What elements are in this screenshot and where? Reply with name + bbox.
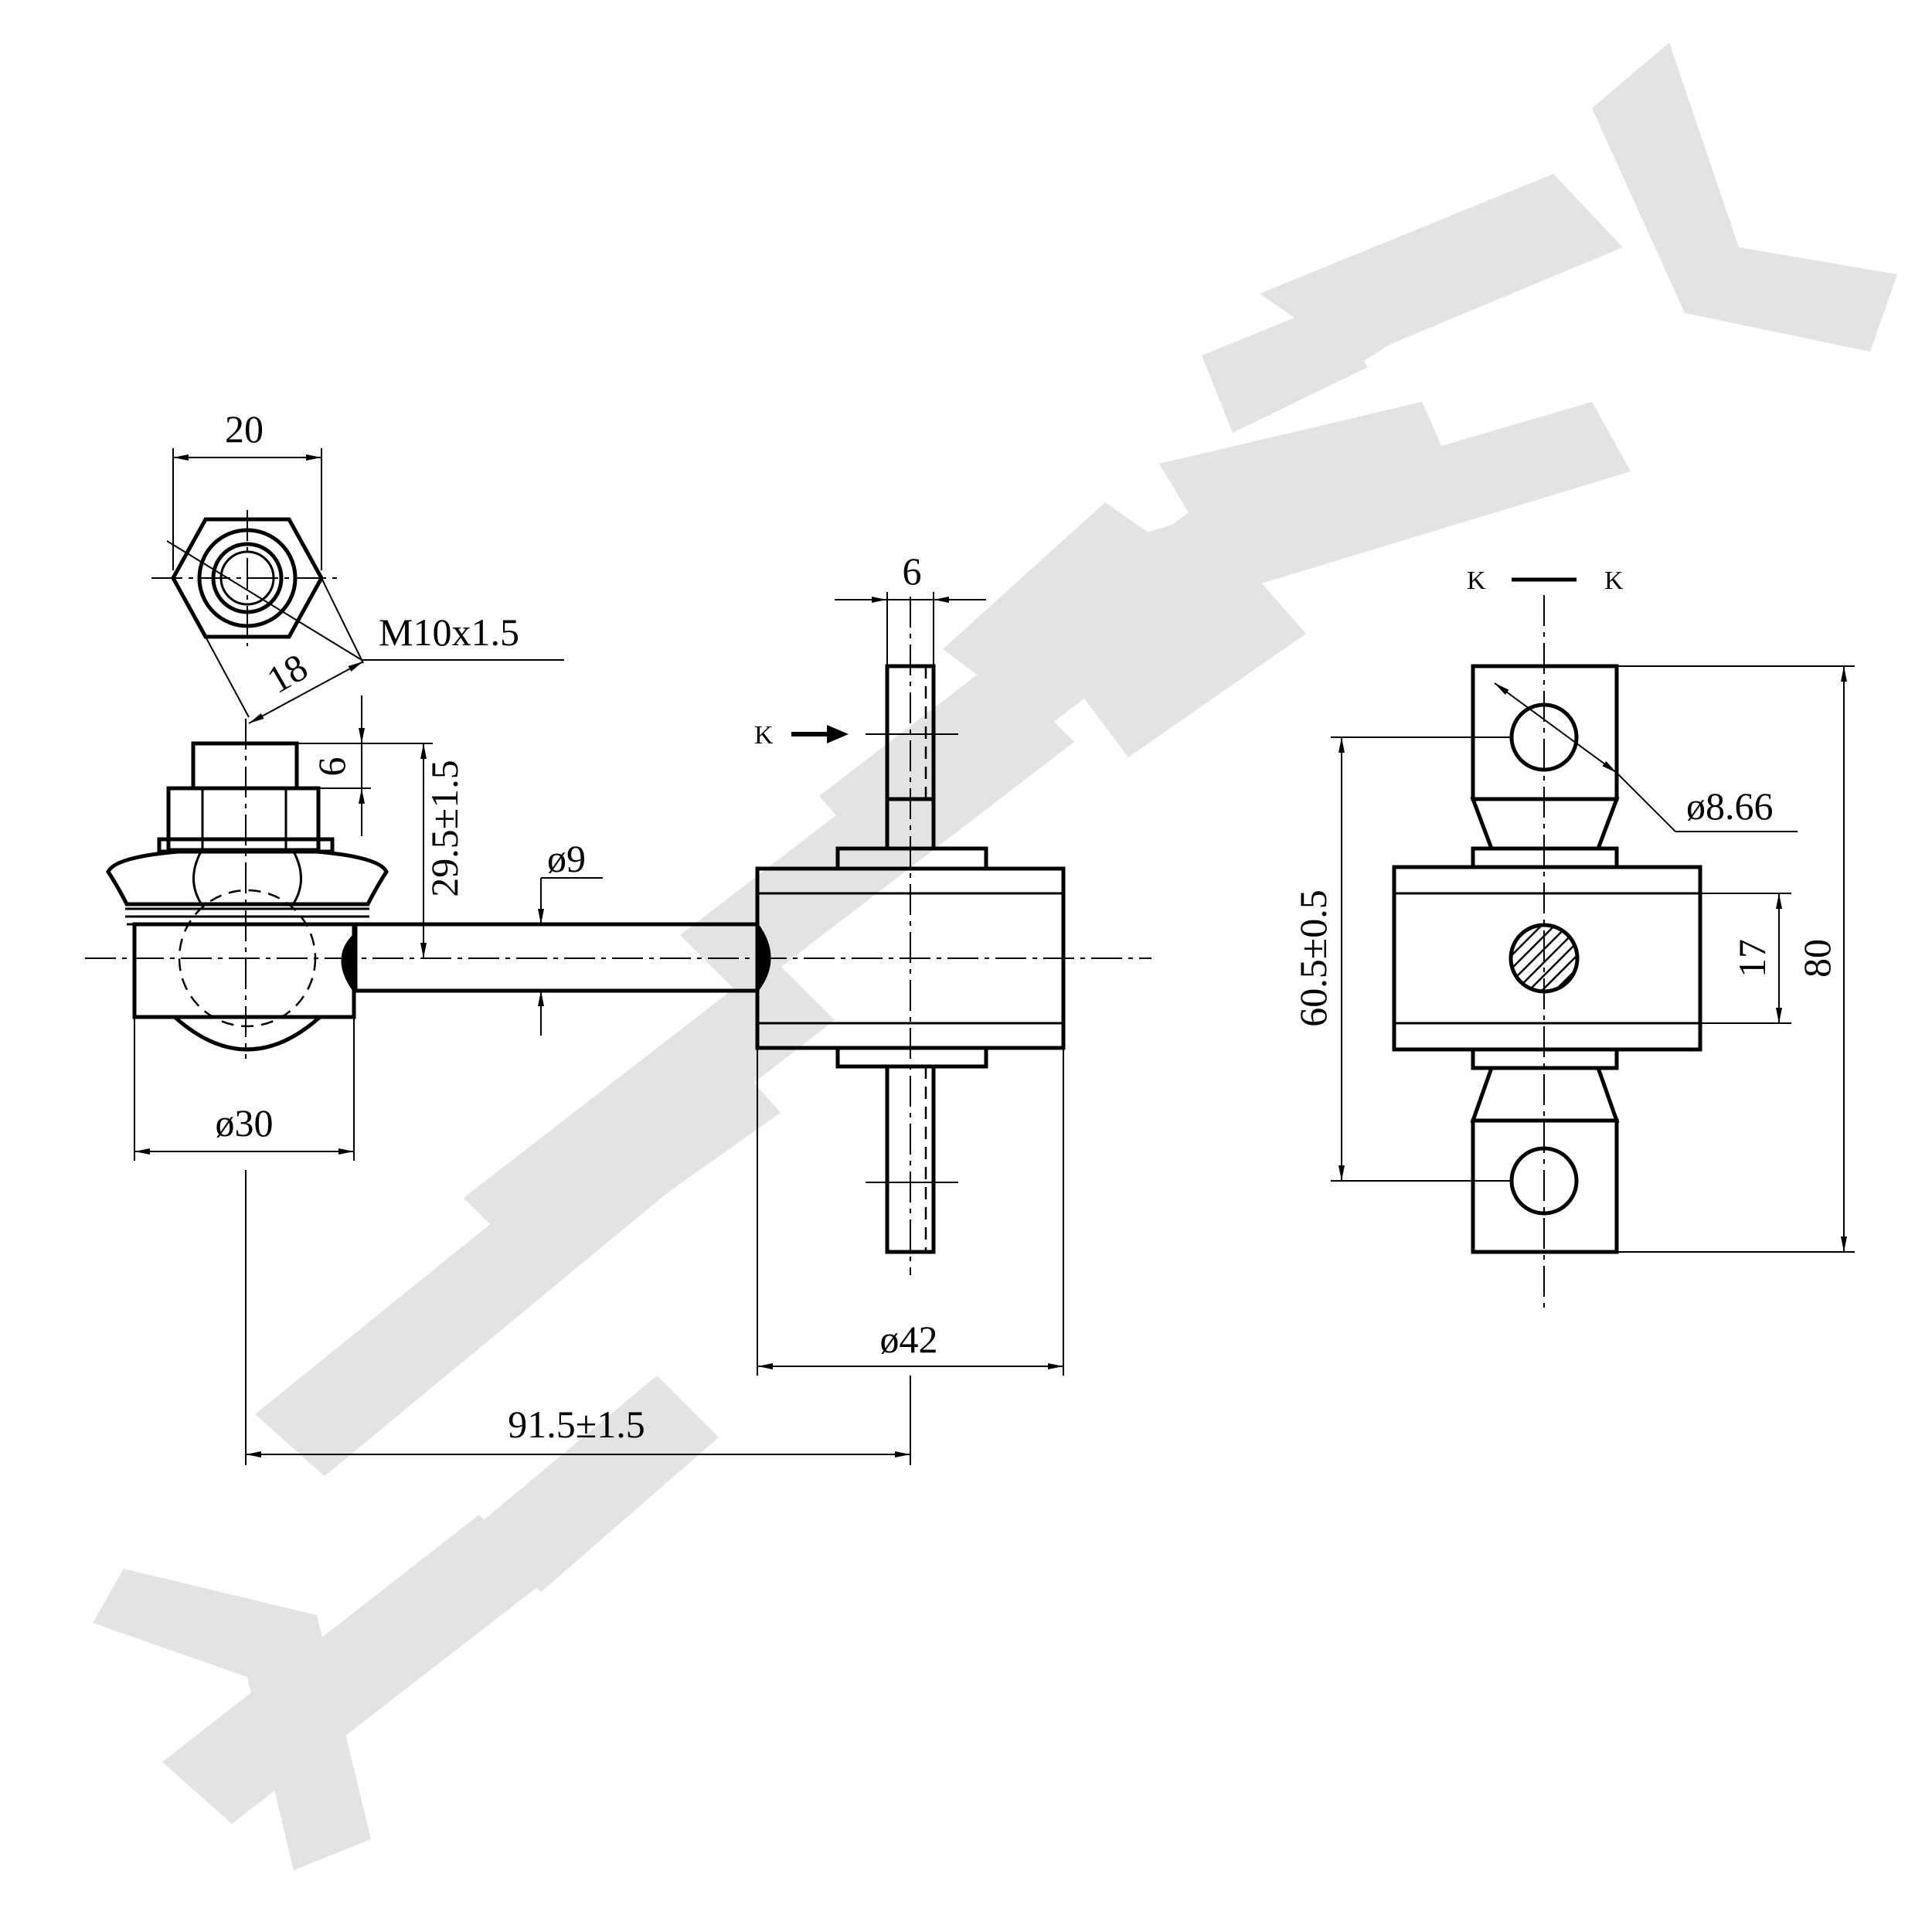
dust-boot [106,848,389,906]
section-k-view: K K ø8.66 60.5±0.5 17 80 [1291,566,1855,1314]
dim-center-distance: 91.5±1.5 [508,1403,645,1446]
ball-housing [132,922,356,1019]
section-label-left: K [1467,566,1486,595]
dim-stud-to-axis: 29.5±1.5 [423,760,466,896]
dim-hole-diameter: ø8.66 [1686,784,1774,828]
view-arrow-icon [827,725,849,743]
dim-rod-diameter: ø9 [547,837,586,880]
dim-bushing-width: 17 [1730,939,1774,978]
dim-nut-across-corners: 18 [260,645,315,702]
lower-ear [1471,1118,1619,1254]
ball-bottom [173,1015,321,1052]
dim-nut-across-flats: 20 [225,407,264,451]
dim-ball-housing-diameter: ø30 [216,1101,274,1145]
bushing-side-view: 6 K ø42 91.5±1.5 [245,549,1066,1465]
nut-top-view: 20 18 M10x1.5 [151,407,564,724]
dim-bushing-diameter: ø42 [880,1318,938,1361]
dim-stud-height: 6 [310,757,353,777]
lower-washer [835,1046,988,1069]
watermark-logo [93,43,1897,1870]
dim-overall-height: 80 [1795,939,1838,978]
view-arrow-k-label: K [754,721,774,750]
section-label-right: K [1604,566,1624,595]
dim-thread: M10x1.5 [379,611,519,654]
dim-hole-spacing: 60.5±0.5 [1291,889,1335,1026]
weld-left [341,932,355,995]
dim-plate-thickness: 6 [903,549,922,593]
ball-joint-side-view: 6 29.5±1.5 ø30 [85,696,1151,1161]
